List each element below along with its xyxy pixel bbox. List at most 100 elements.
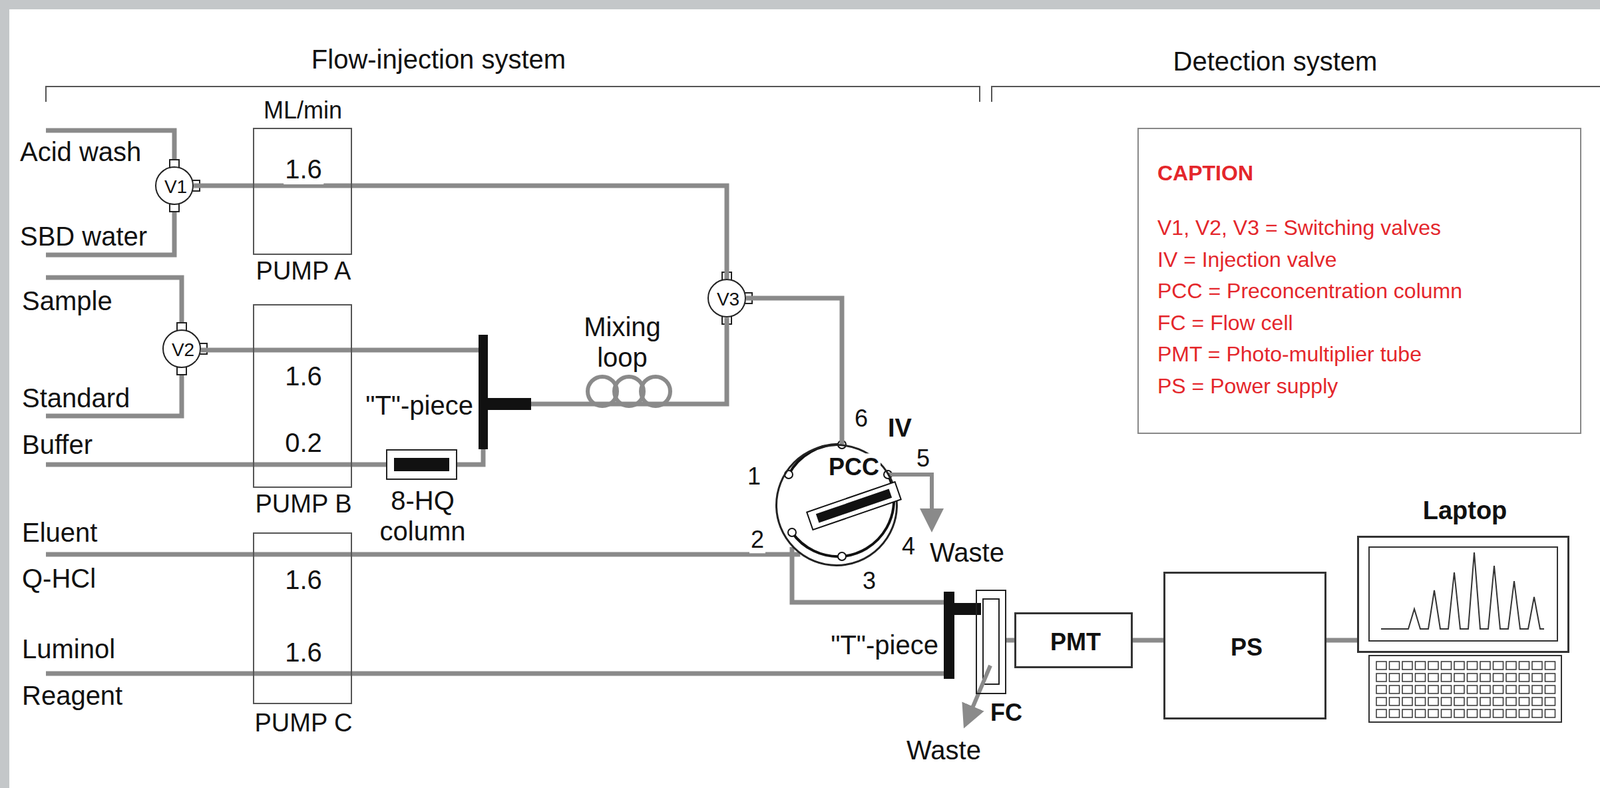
keyboard-key: [1454, 697, 1465, 706]
tube: [252, 348, 353, 353]
node-text: 8-HQ column: [371, 485, 474, 547]
keyboard-key: [1467, 697, 1478, 706]
keyboard-key: [1519, 697, 1530, 706]
label-text: Detection system: [1172, 45, 1380, 77]
column-body: [806, 481, 901, 530]
keyboard-key: [1402, 673, 1413, 682]
keyboard-key: [1376, 685, 1387, 694]
label-text: Luminol: [20, 633, 117, 665]
node-text: V1: [163, 176, 189, 198]
keyboard-key: [1467, 685, 1478, 694]
keyboard-key: [1402, 661, 1413, 670]
port-dot: [788, 528, 797, 537]
keyboard-key: [1545, 673, 1556, 682]
valve-ports: [784, 440, 892, 561]
tube: [252, 552, 353, 558]
keyboard-key: [1428, 673, 1439, 682]
keyboard-key: [1506, 697, 1517, 706]
keyboard-key: [1415, 673, 1426, 682]
node-text: PMT: [1048, 628, 1103, 656]
signal-peaks: [1381, 552, 1545, 629]
node-text: 1.6: [283, 564, 324, 596]
keyboard-key: [1506, 685, 1517, 694]
label-text: Eluent: [20, 517, 99, 548]
keyboard-key: [1428, 661, 1439, 670]
node-text: 5: [915, 444, 932, 472]
tubing-connector: [352, 552, 800, 558]
keyboard-key: [1506, 709, 1517, 718]
label-text: Mixing loop: [564, 311, 681, 373]
t-piece: "T"-piece: [943, 591, 955, 679]
tubing-connector: [1326, 638, 1358, 643]
node-text: 4: [900, 532, 917, 560]
keyboard-key: [1415, 709, 1426, 718]
keyboard-key: [1506, 673, 1517, 682]
keyboard-key: [1493, 661, 1504, 670]
column-packing: [394, 457, 450, 472]
tubing-connector: [1132, 638, 1164, 643]
keyboard-key: [1402, 709, 1413, 718]
column-outline: [806, 481, 901, 530]
section-bracket: [45, 86, 980, 102]
valve-stubs: [169, 159, 753, 375]
tube: [45, 462, 253, 468]
keyboard-key: [1415, 697, 1426, 706]
keyboard-key: [1441, 685, 1452, 694]
node-text: V2: [170, 339, 196, 361]
pump-box: 1.61.6PUMP C: [252, 532, 353, 705]
keyboard-key: [1441, 661, 1452, 670]
node-text: "T"-piece: [829, 629, 940, 661]
keyboard-key: [1545, 709, 1556, 718]
section-bracket: [991, 86, 1600, 102]
tube: [252, 462, 353, 468]
keyboard-key: [1519, 673, 1530, 682]
coil-turn: [640, 376, 671, 406]
keyboard-key: [1532, 697, 1543, 706]
pump-box: 1.6PUMP A: [252, 127, 353, 255]
node-text: 3: [861, 567, 878, 595]
switching-valve: V1: [155, 166, 194, 205]
tubing-connector: [193, 183, 253, 189]
label-text: Waste: [928, 537, 1006, 568]
node-text: PMT = Photo-multiplier tube: [1156, 342, 1423, 367]
tubing-connector: [352, 462, 387, 468]
tubing-connector: [200, 348, 253, 353]
keyboard-key: [1467, 661, 1478, 670]
keyboard-key: [1389, 685, 1400, 694]
keyboard-key: [1480, 697, 1491, 706]
t-piece: "T"-piece: [478, 334, 488, 450]
laptop-keyboard: [1369, 655, 1562, 723]
node-text: 0.2: [283, 427, 324, 458]
power-supply-box: PS: [1163, 571, 1327, 720]
keyboard-key: [1441, 709, 1452, 718]
port-dot: [784, 470, 793, 479]
keyboard-key: [1519, 709, 1530, 718]
keyboard-key: [1402, 685, 1413, 694]
node-text: IV = Injection valve: [1156, 247, 1338, 273]
keyboard-key: [1376, 661, 1387, 670]
label-text: Standard: [20, 382, 132, 414]
node-text: Laptop: [1421, 496, 1509, 526]
preconcentration-column: PCC: [800, 453, 908, 541]
tubing-connector: [457, 449, 484, 465]
keyboard-key: [1493, 685, 1504, 694]
keyboard-key: [1532, 685, 1543, 694]
keyboard-key: [1428, 709, 1439, 718]
keyboard-key: [1493, 697, 1504, 706]
node-text: V3: [715, 288, 741, 311]
keyboard-key: [1493, 673, 1504, 682]
t-piece-arm: [954, 602, 982, 615]
keyboard-key: [1389, 697, 1400, 706]
keyboard-key: [1376, 709, 1387, 718]
keyboard-key: [1519, 661, 1530, 670]
keyboard-key: [1415, 685, 1426, 694]
keyboard-key: [1441, 697, 1452, 706]
keyboard-key: [1389, 673, 1400, 682]
keyboard-key: [1532, 709, 1543, 718]
node-text: 1: [746, 462, 763, 490]
caption-box: CAPTIONV1, V2, V3 = Switching valvesIV =…: [1137, 127, 1582, 434]
keyboard-key: [1545, 685, 1556, 694]
laptop-monitor: Laptop: [1357, 535, 1570, 653]
keyboard-key: [1389, 661, 1400, 670]
keyboard-key: [1428, 685, 1439, 694]
